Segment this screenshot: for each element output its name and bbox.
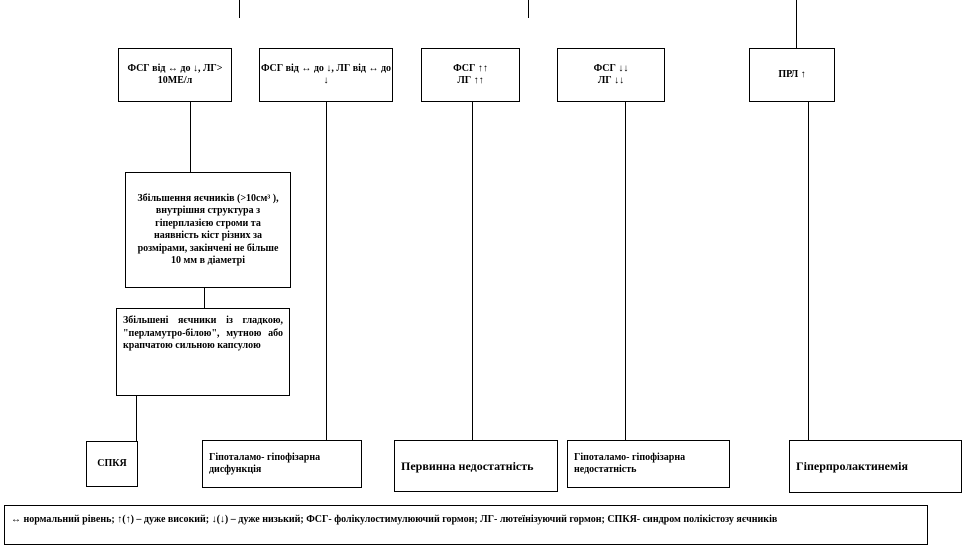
connector-box1-down — [190, 102, 191, 172]
connector-top-mid — [528, 0, 529, 18]
connector-box4-down — [136, 396, 137, 441]
box-spkya: СПКЯ — [86, 441, 138, 487]
box-primary-insufficiency-text: Первинна недостатність — [401, 458, 534, 473]
box-prl-up-text: ПРЛ ↑ — [778, 68, 806, 80]
connector-box3-down — [204, 288, 205, 308]
box-fsg-lg-down: ФСГ ↓↓ ЛГ ↓↓ — [557, 48, 665, 102]
connector-top-right — [796, 0, 797, 48]
box-fsg-norm-down-lg-high-text: ФСГ від ↔ до ↓, ЛГ> 10МЕ/л — [127, 62, 223, 87]
legend-box: ↔ нормальний рівень; ↑(↑) – дуже високий… — [4, 505, 928, 545]
box-fsg-lg-down-text: ФСГ ↓↓ ЛГ ↓↓ — [593, 62, 629, 87]
connector-box5-down — [472, 102, 473, 440]
box-ovary-enlarged-capsule-text: Збільшені яєчники із гладкою, "перламутр… — [123, 315, 283, 351]
box-ovary-enlarged-hyperechoic-text: Збільшення яєчників (>10см³ ), внутрішня… — [137, 192, 279, 267]
box-ovary-enlarged-capsule: Збільшені яєчники із гладкою, "перламутр… — [116, 308, 290, 396]
box-fsg-lg-norm-down-text: ФСГ від ↔ до ↓, ЛГ від ↔ до ↓ — [260, 62, 392, 87]
box-spkya-text: СПКЯ — [97, 457, 127, 469]
box-fsg-lg-up-text: ФСГ ↑↑ ЛГ ↑↑ — [453, 62, 488, 87]
box-hypothalamic-dysfunction: Гіпоталамо- гіпофізарна дисфункція — [202, 440, 362, 488]
box-fsg-lg-up: ФСГ ↑↑ ЛГ ↑↑ — [421, 48, 520, 102]
box-hyperprolactinemia: Гіперпролактинемія — [789, 440, 962, 493]
connector-top-left — [239, 0, 240, 18]
connector-box6-down — [625, 102, 626, 440]
box-hypothalamic-dysfunction-text: Гіпоталамо- гіпофізарна дисфункція — [209, 451, 321, 476]
box-primary-insufficiency: Первинна недостатність — [394, 440, 558, 492]
box-fsg-norm-down-lg-high: ФСГ від ↔ до ↓, ЛГ> 10МЕ/л — [118, 48, 232, 102]
legend-text: ↔ нормальний рівень; ↑(↑) – дуже високий… — [11, 514, 778, 525]
connector-box2-down — [326, 102, 327, 440]
connector-box7-down — [808, 102, 809, 440]
box-hyperprolactinemia-text: Гіперпролактинемія — [796, 459, 909, 473]
box-hypothalamic-insufficiency-text: Гіпоталамо- гіпофізарна недостатність — [574, 451, 686, 476]
box-fsg-lg-norm-down: ФСГ від ↔ до ↓, ЛГ від ↔ до ↓ — [259, 48, 393, 102]
box-ovary-enlarged-hyperechoic: Збільшення яєчників (>10см³ ), внутрішня… — [125, 172, 291, 288]
box-hypothalamic-insufficiency: Гіпоталамо- гіпофізарна недостатність — [567, 440, 730, 488]
box-prl-up: ПРЛ ↑ — [749, 48, 835, 102]
